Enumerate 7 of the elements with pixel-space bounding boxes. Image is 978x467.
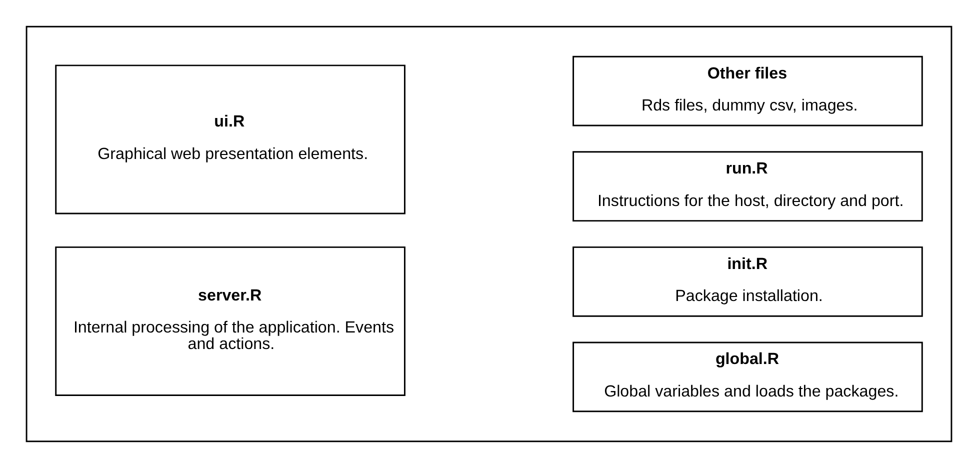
node-box: server.R Internal processing of the application. Events and actions. <box>55 246 406 396</box>
node-box: ui.R Graphical web presentation elements. <box>55 64 406 214</box>
cluster <box>26 25 952 442</box>
node-box: global.R Global variables and loads the packages. <box>572 341 923 412</box>
node-box: init.R Package installation. <box>572 246 923 316</box>
node-box: Other files Rds files, dummy csv, images. <box>572 55 923 126</box>
node-box: run.R Instructions for the host, directory and port. <box>572 150 923 222</box>
